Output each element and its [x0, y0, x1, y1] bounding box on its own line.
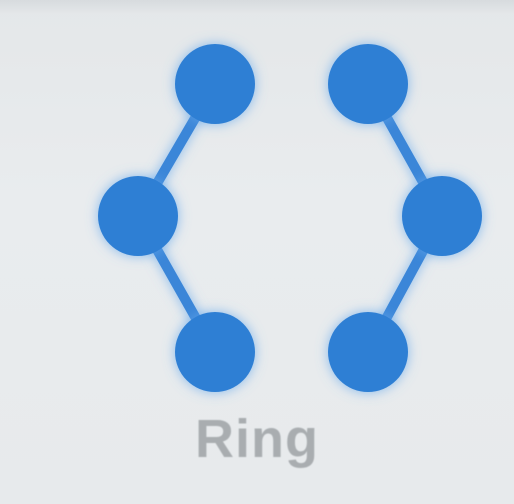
ring-topology-icon	[98, 44, 482, 392]
ring-nodes	[98, 44, 482, 392]
ring-node	[175, 312, 255, 392]
ring-node	[402, 176, 482, 256]
ring-node	[328, 312, 408, 392]
top-edge-shadow	[0, 0, 514, 14]
topology-label: Ring	[195, 409, 319, 469]
ring-node	[328, 44, 408, 124]
ring-node	[175, 44, 255, 124]
ring-node	[98, 176, 178, 256]
ring-edges	[133, 79, 447, 357]
